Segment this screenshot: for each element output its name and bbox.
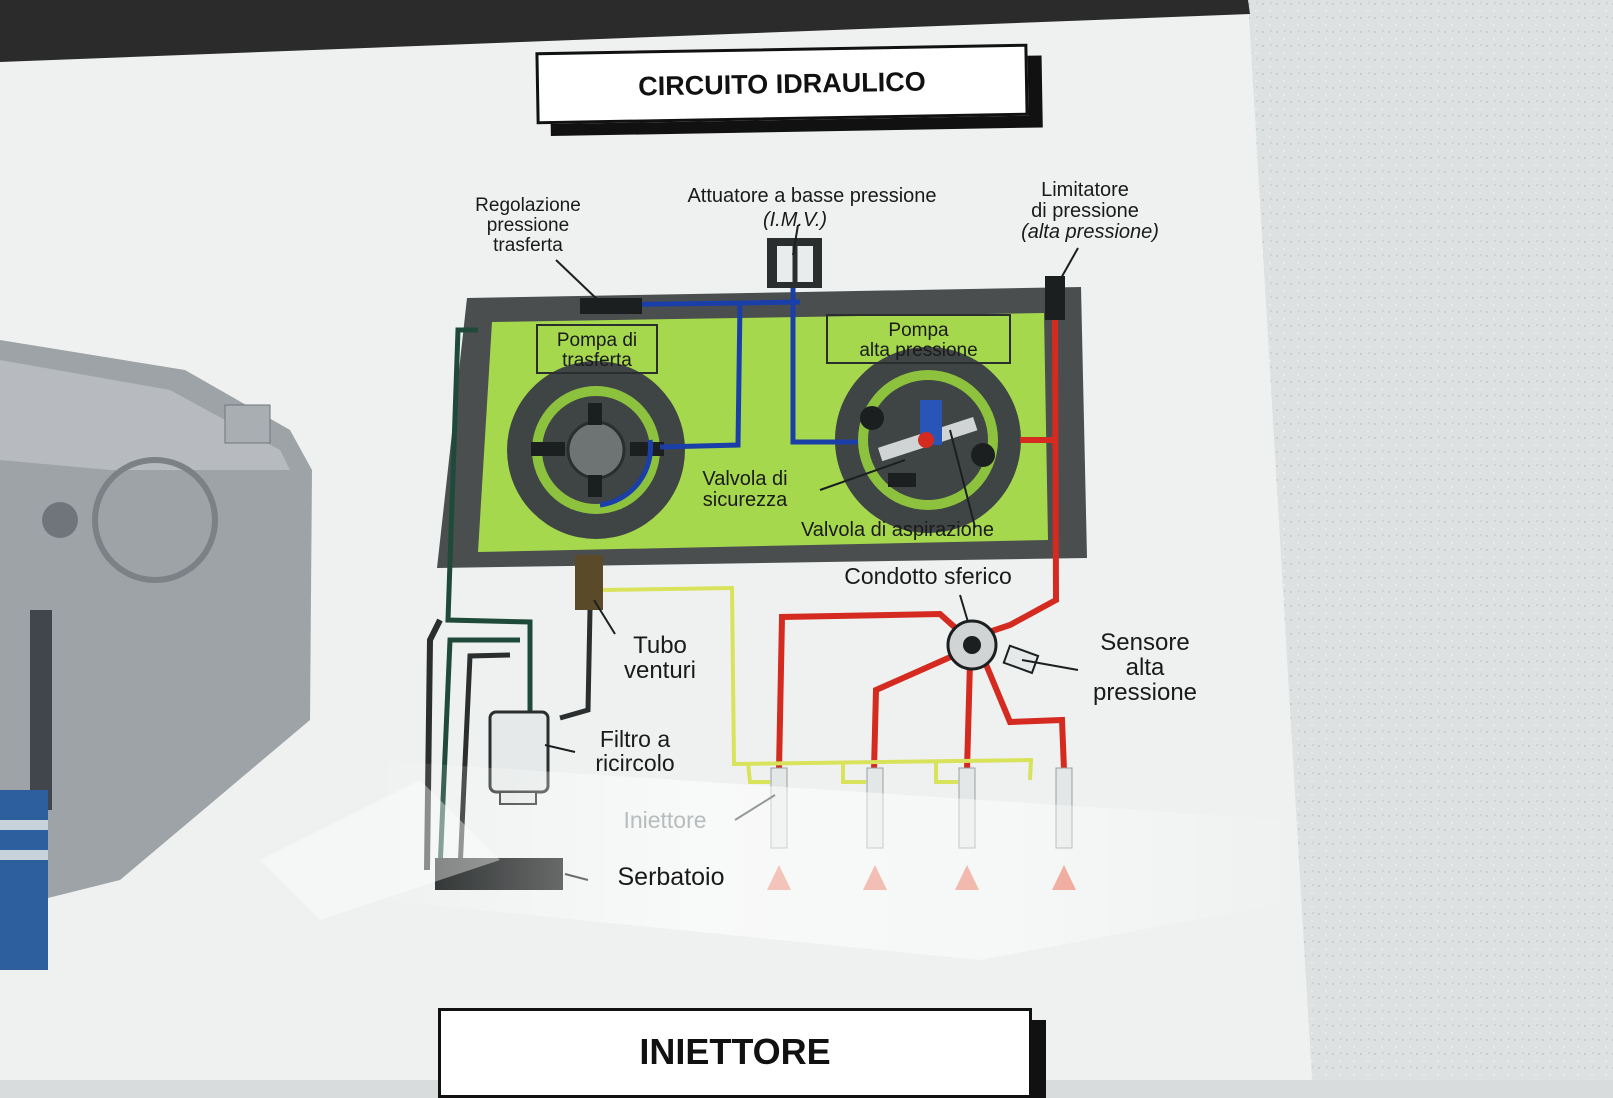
label-sensore-alta-pressione: Sensore alta pressione — [1092, 629, 1198, 707]
feed-line — [445, 327, 533, 720]
high-pressure-line — [979, 319, 1060, 638]
label-valvola-sicurezza: Valvola di sicurezza — [702, 468, 788, 511]
label-pompa-alta-pressione: Pompa alta pressione — [859, 320, 978, 361]
poster-top-strip — [0, 0, 1250, 62]
label-serbatoio: Serbatoio — [617, 863, 725, 891]
diagram-title: CIRCUITO IDRAULICO — [535, 43, 1029, 125]
label-iniettore: Iniettore — [623, 807, 707, 833]
label-regolazione-pressione: Regolazione pressione trasferta — [475, 195, 581, 256]
diagram-title-text: CIRCUITO IDRAULICO — [638, 65, 926, 102]
pressure-limiter — [1045, 276, 1065, 320]
label-filtro-ricircolo: Filtro a ricircolo — [595, 726, 675, 777]
return-line — [599, 585, 1034, 781]
label-attuatore: Attuatore a basse pressione — [687, 185, 937, 207]
label-pompa-trasferta: Pompa di trasferta — [556, 330, 638, 371]
glare — [370, 760, 1300, 960]
injector-section-title: INIETTORE — [438, 1008, 1032, 1098]
label-condotto-sferico: Condotto sferico — [844, 563, 1012, 589]
label-limitatore-note: (alta pressione) — [1021, 221, 1159, 243]
pressure-regulator — [580, 298, 642, 314]
injector-title-text: INIETTORE — [639, 1031, 831, 1072]
label-tubo-venturi: Tubo venturi — [623, 632, 697, 685]
label-valvola-aspirazione: Valvola di aspirazione — [800, 519, 995, 541]
venturi-tube — [575, 555, 603, 610]
label-limitatore: Limitatore di pressione — [1031, 179, 1139, 222]
label-imv: (I.M.V.) — [762, 209, 828, 231]
engine-block — [0, 340, 312, 910]
